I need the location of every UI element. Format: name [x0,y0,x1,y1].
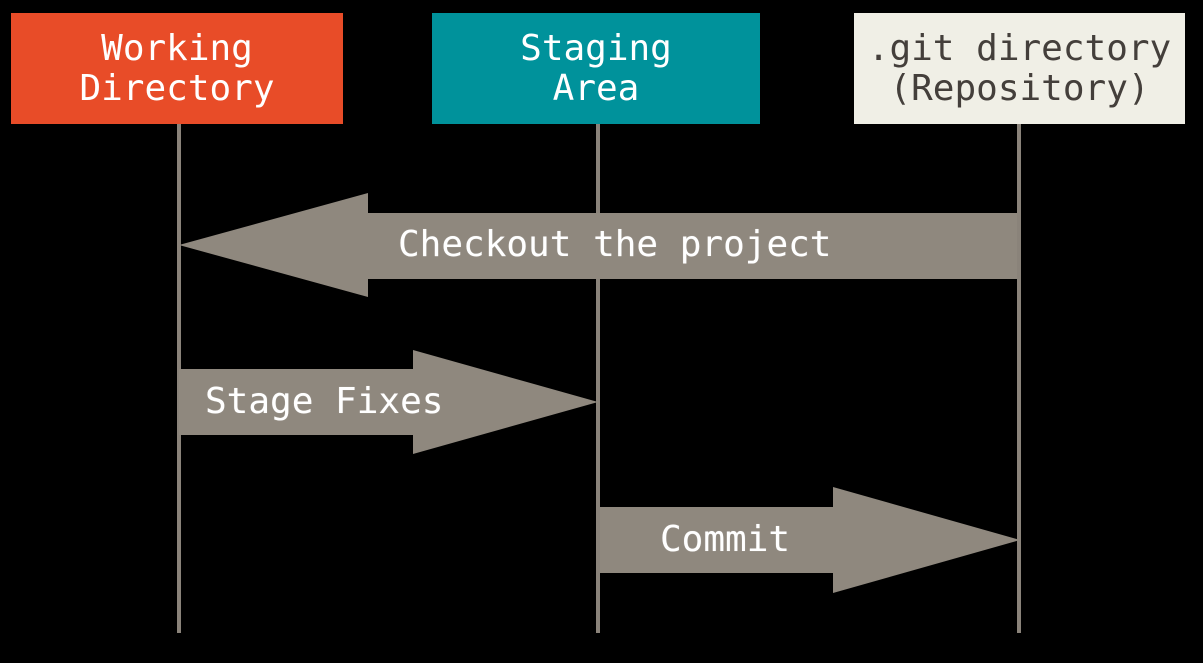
git-directory-label-line2: (Repository) [889,67,1150,109]
git-directory-lifeline [1017,124,1021,633]
stage-fixes-arrow-body [179,369,413,435]
staging-area-label-line2: Area [552,67,640,109]
git-directory-label-line1: .git directory [867,27,1172,69]
checkout-arrow-body [368,213,1017,279]
staging-area-lifeline [596,124,600,633]
git-directory-box: .git directory (Repository) [854,13,1185,124]
commit-arrow-label: Commit [660,519,791,560]
stage-fixes-arrow-right-head-icon [413,350,598,454]
working-directory-label-line2: Directory [79,67,275,109]
commit-arrow-right-head-icon [833,487,1020,593]
checkout-arrow-label: Checkout the project [398,224,832,265]
staging-area-box: Staging Area [432,13,760,124]
commit-arrow-body [600,507,833,573]
working-directory-box: Working Directory [11,13,343,124]
working-directory-label-line1: Working [101,27,253,69]
staging-area-label-line1: Staging [520,27,672,69]
stage-fixes-arrow-label: Stage Fixes [205,381,444,422]
checkout-arrow-left-head-icon [179,193,368,297]
